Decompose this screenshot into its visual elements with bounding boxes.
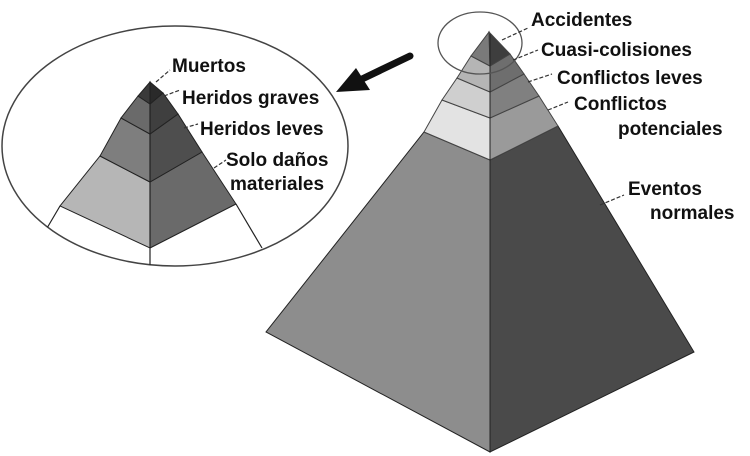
label-conflictos-leves: Conflictos leves bbox=[557, 68, 703, 89]
tier-eventos-normales-right bbox=[489, 125, 695, 453]
zoom-edge-right bbox=[235, 203, 263, 249]
label-conflictos-potenciales-line1: Conflictos bbox=[574, 94, 667, 115]
main-pyramid bbox=[265, 30, 695, 453]
label-eventos-normales-line1: Eventos bbox=[628, 179, 702, 200]
zoom-view bbox=[1, 25, 349, 267]
label-solo-danos-line2: materiales bbox=[230, 174, 324, 195]
main-leader-lines bbox=[501, 27, 625, 206]
label-conflictos-potenciales-line2: potenciales bbox=[618, 119, 723, 140]
zoom-arrow bbox=[336, 52, 414, 92]
label-eventos-normales-line2: normales bbox=[650, 203, 734, 224]
zoom-leader-lines bbox=[155, 69, 227, 169]
label-solo-danos-line1: Solo daños bbox=[226, 150, 328, 171]
label-muertos: Muertos bbox=[172, 56, 246, 77]
apex-highlight-ellipse bbox=[437, 11, 523, 75]
label-cuasi-colisiones: Cuasi-colisiones bbox=[541, 40, 692, 61]
label-accidentes: Accidentes bbox=[531, 10, 632, 31]
label-heridos-leves: Heridos leves bbox=[200, 119, 324, 140]
label-heridos-graves: Heridos graves bbox=[182, 88, 319, 109]
